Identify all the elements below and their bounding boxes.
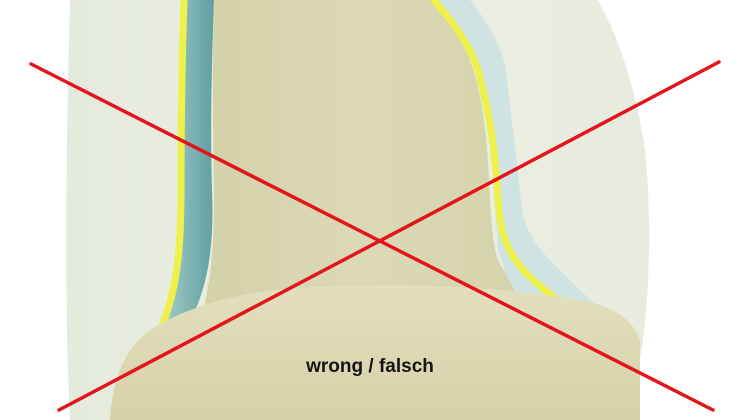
caption-label: wrong / falsch bbox=[250, 356, 490, 378]
